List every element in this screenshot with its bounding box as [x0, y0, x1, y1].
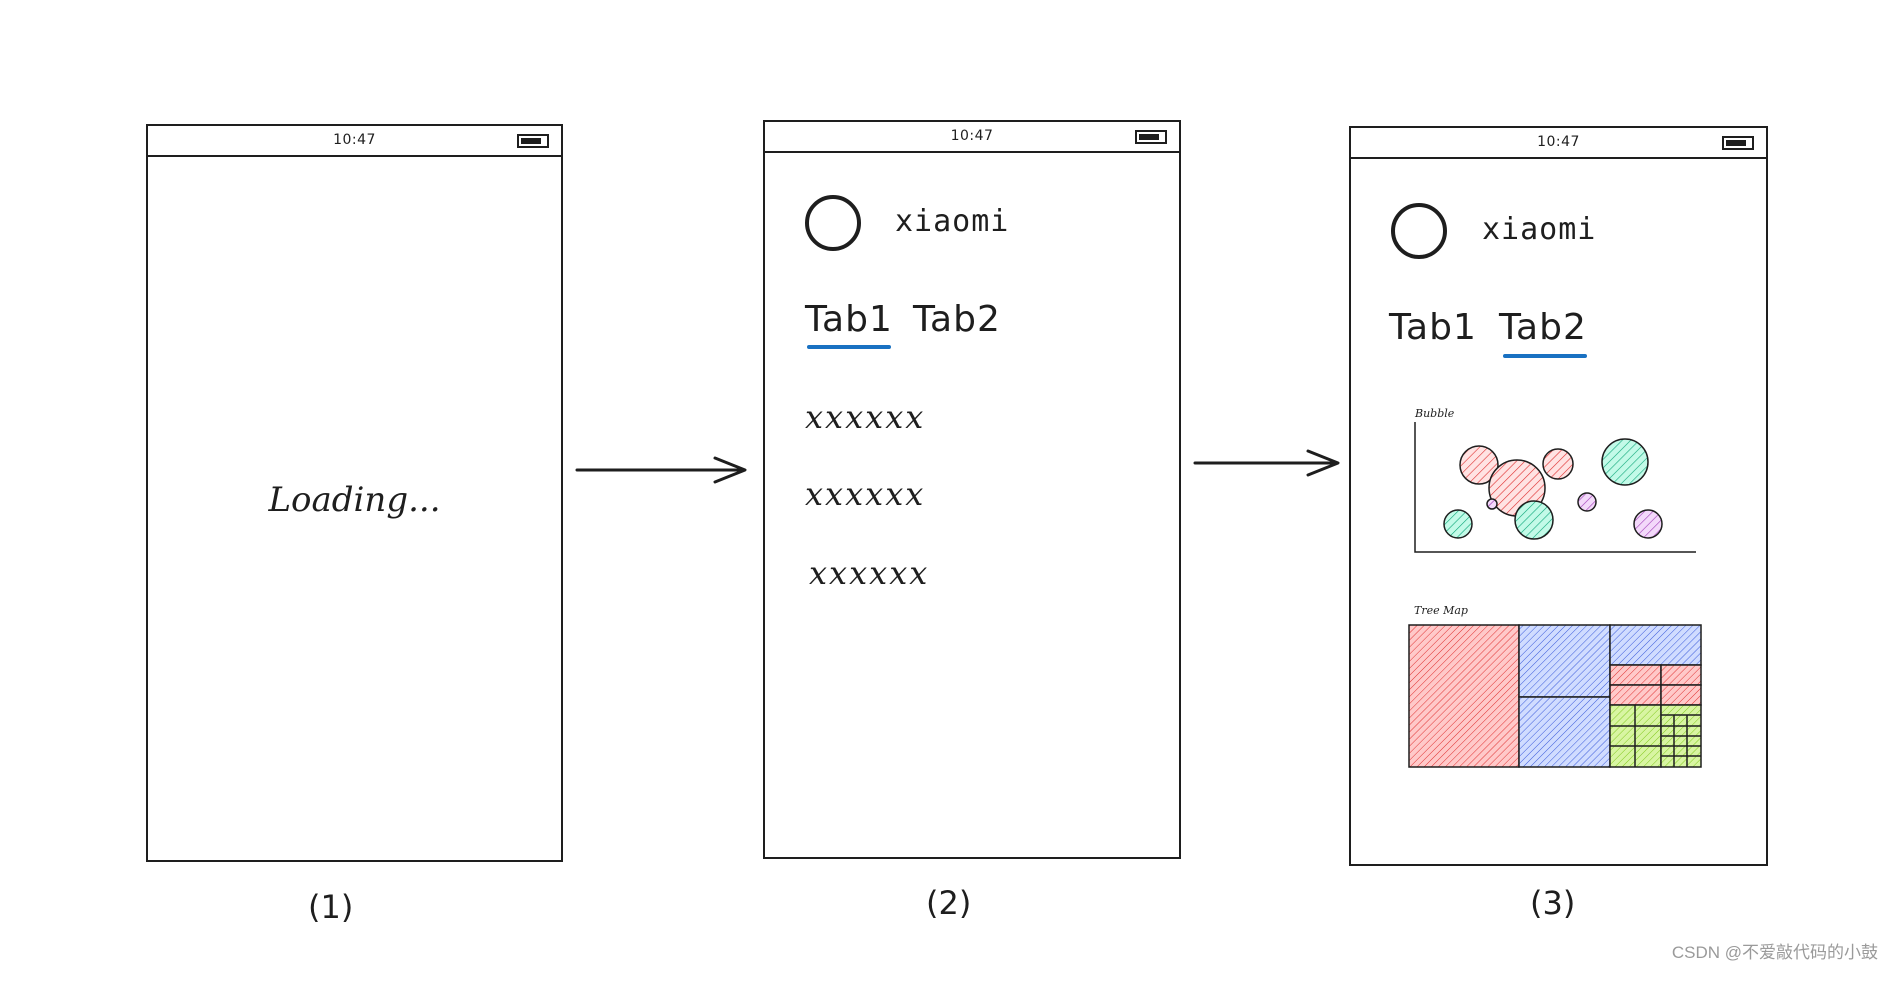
battery-icon [1135, 130, 1167, 144]
treemap-cell [1609, 624, 1702, 666]
treemap-cell [1660, 684, 1702, 706]
tab-tab2[interactable]: Tab2 [1499, 307, 1587, 348]
avatar[interactable] [1391, 203, 1447, 259]
bubble [1633, 509, 1663, 539]
phone-screen-3: 10:47 xiaomi Tab1 Tab2 Bubble [1349, 126, 1768, 866]
bubble-chart-title: Bubble [1415, 407, 1455, 420]
phone-screen-1: 10:47 Loading... [146, 124, 563, 862]
status-time: 10:47 [1537, 134, 1580, 150]
tab-tab1[interactable]: Tab1 [805, 299, 893, 340]
tab-active-indicator [1503, 354, 1587, 358]
status-bar: 10:47 [1351, 128, 1766, 159]
caption-screen-3: (3) [1530, 884, 1576, 922]
treemap-cell [1609, 684, 1662, 706]
treemap-cell [1609, 664, 1662, 686]
treemap-cell [1518, 624, 1611, 698]
list-item[interactable]: xxxxxx [805, 398, 926, 436]
phone-screen-2: 10:47 xiaomi Tab1 Tab2 xxxxxx xxxxxx xxx… [763, 120, 1181, 859]
treemap-title: Tree Map [1414, 604, 1468, 617]
bubble [1601, 438, 1649, 486]
bubble [1486, 498, 1498, 510]
treemap-cell [1518, 696, 1611, 768]
tab-tab1[interactable]: Tab1 [1389, 307, 1477, 348]
bubble-chart [1414, 422, 1696, 553]
status-bar: 10:47 [148, 126, 561, 157]
avatar[interactable] [805, 195, 861, 251]
bubble [1542, 448, 1574, 480]
loading-text: Loading... [268, 480, 441, 520]
tab-tab2[interactable]: Tab2 [913, 299, 1001, 340]
status-time: 10:47 [950, 128, 994, 144]
treemap-chart [1408, 624, 1702, 768]
bubble [1577, 492, 1597, 512]
username: xiaomi [895, 204, 1010, 239]
arrow-right-icon [1193, 449, 1340, 477]
battery-icon [517, 134, 549, 148]
bubble [1514, 500, 1554, 540]
treemap-cell [1408, 624, 1520, 768]
battery-icon [1722, 136, 1754, 150]
tab-active-indicator [807, 345, 891, 349]
username: xiaomi [1482, 212, 1597, 247]
caption-screen-1: (1) [308, 888, 354, 926]
arrow-right-icon [575, 456, 747, 484]
treemap-cell [1660, 664, 1702, 686]
status-time: 10:47 [333, 132, 376, 148]
status-bar: 10:47 [765, 122, 1179, 153]
caption-screen-2: (2) [926, 884, 972, 922]
bubble [1443, 509, 1473, 539]
list-item[interactable]: xxxxxx [805, 475, 926, 513]
list-item[interactable]: xxxxxx [809, 554, 930, 592]
bubble [1459, 445, 1499, 485]
watermark: CSDN @不爱敲代码的小鼓 [1671, 943, 1878, 962]
